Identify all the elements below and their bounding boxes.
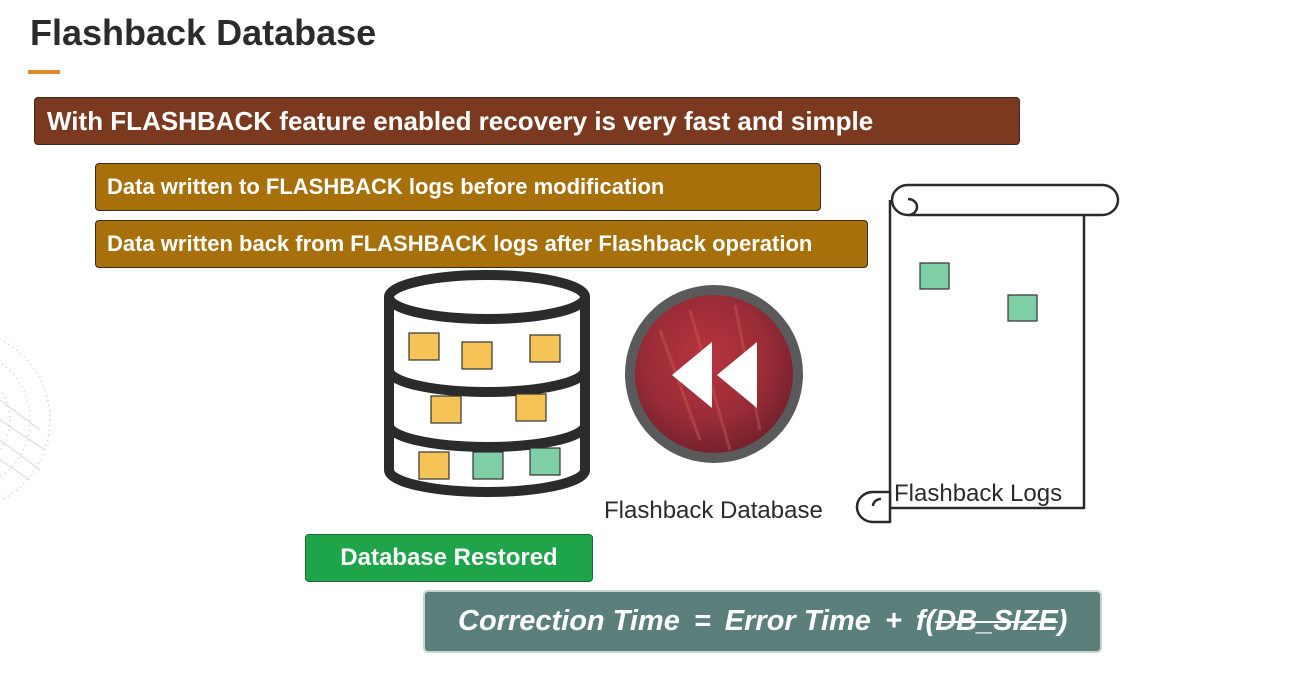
formula-error-time: Error Time: [724, 605, 871, 637]
correction-time-formula: Correction Time = Error Time + f(DB_SIZE…: [423, 590, 1102, 653]
formula-plus: +: [884, 605, 902, 637]
caption-flashback-logs: Flashback Logs: [894, 480, 1063, 507]
slide-title: Flashback Database: [30, 12, 377, 53]
formula-func-prefix: f(: [915, 605, 936, 637]
caption-flashback-database: Flashback Database: [604, 497, 823, 524]
database-restored-badge: Database Restored: [305, 534, 593, 582]
banner-write-back: Data written back from FLASHBACK logs af…: [95, 220, 868, 268]
decorative-dots-icon: [0, 338, 51, 502]
formula-correction-time: Correction Time: [458, 605, 680, 637]
banner-main: With FLASHBACK feature enabled recovery …: [34, 97, 1020, 145]
formula-db-size: DB_SIZE: [935, 605, 1058, 637]
formula-equals: =: [693, 605, 711, 637]
formula-func-suffix: ): [1057, 605, 1068, 637]
banner-write-logs: Data written to FLASHBACK logs before mo…: [95, 163, 821, 211]
title-accent-rule: [28, 70, 60, 74]
